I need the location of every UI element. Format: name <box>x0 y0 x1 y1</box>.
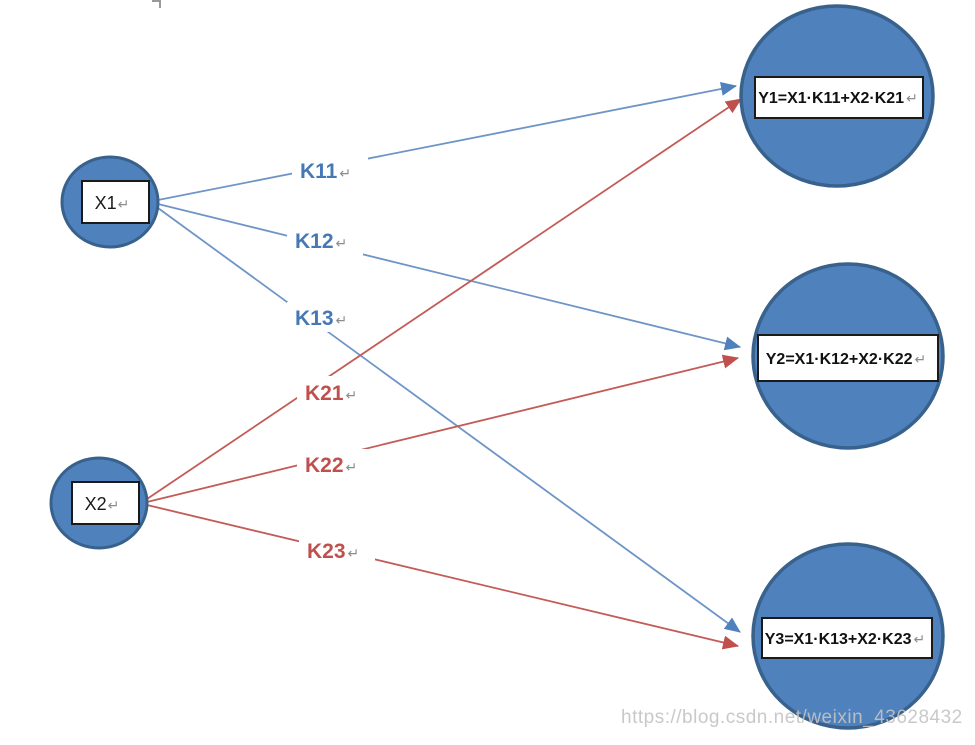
svg-text:K11↵: K11↵ <box>300 160 351 183</box>
weight-label-k12-bg <box>287 225 363 255</box>
weight-label-k22-bg <box>297 449 373 479</box>
svg-text:K21↵: K21↵ <box>305 382 357 405</box>
svg-text:K23↵: K23↵ <box>307 540 359 563</box>
svg-text:Y3=X1·K13+X2·K23↵: Y3=X1·K13+X2·K23↵ <box>765 631 926 648</box>
svg-text:X2↵: X2↵ <box>85 494 120 514</box>
weight-label-k12: K12↵ <box>287 225 363 255</box>
node-x2-box <box>71 481 140 525</box>
node-x1: X1↵ <box>60 155 160 249</box>
node-y1-box <box>754 76 924 119</box>
weight-label-k21: K21↵ <box>297 376 373 406</box>
node-y2-box <box>757 334 939 382</box>
svg-text:K12↵: K12↵ <box>295 230 347 253</box>
watermark-url: https://blog.csdn.net/weixin_43628432 <box>621 707 963 728</box>
svg-text:Y1=X1·K11+X2·K21↵: Y1=X1·K11+X2·K21↵ <box>758 90 918 107</box>
edge-x1-y2 <box>157 203 741 351</box>
edge-x2-y2 <box>146 354 739 503</box>
weight-label-k23-bg <box>299 535 375 565</box>
node-x1-box <box>81 180 150 224</box>
node-y1: Y1=X1·K11+X2·K21↵ <box>739 4 935 188</box>
weight-label-k13: K13↵ <box>287 302 363 332</box>
weight-label-k11-bg <box>292 154 368 184</box>
weight-label-k21-bg <box>297 376 373 406</box>
node-y3: Y3=X1·K13+X2·K23↵ <box>751 542 945 730</box>
edge-x2-y1 <box>146 98 742 500</box>
stray-artifact <box>152 0 161 8</box>
svg-text:K13↵: K13↵ <box>295 307 347 330</box>
node-y3-box <box>761 617 933 659</box>
weight-label-k23: K23↵ <box>299 535 375 565</box>
svg-text:K22↵: K22↵ <box>305 454 357 477</box>
edge-x1-y3 <box>157 207 741 633</box>
weight-label-k11: K11↵ <box>292 154 368 184</box>
node-y2: Y2=X1·K12+X2·K22↵ <box>751 262 945 450</box>
weight-label-k22: K22↵ <box>297 449 373 479</box>
weight-label-k13-bg <box>287 302 363 332</box>
edge-x2-y3 <box>146 504 739 650</box>
edge-x1-y1 <box>157 82 737 201</box>
svg-text:Y2=X1·K12+X2·K22↵: Y2=X1·K12+X2·K22↵ <box>766 351 927 368</box>
node-x2: X2↵ <box>49 456 149 550</box>
svg-text:X1↵: X1↵ <box>95 193 130 213</box>
